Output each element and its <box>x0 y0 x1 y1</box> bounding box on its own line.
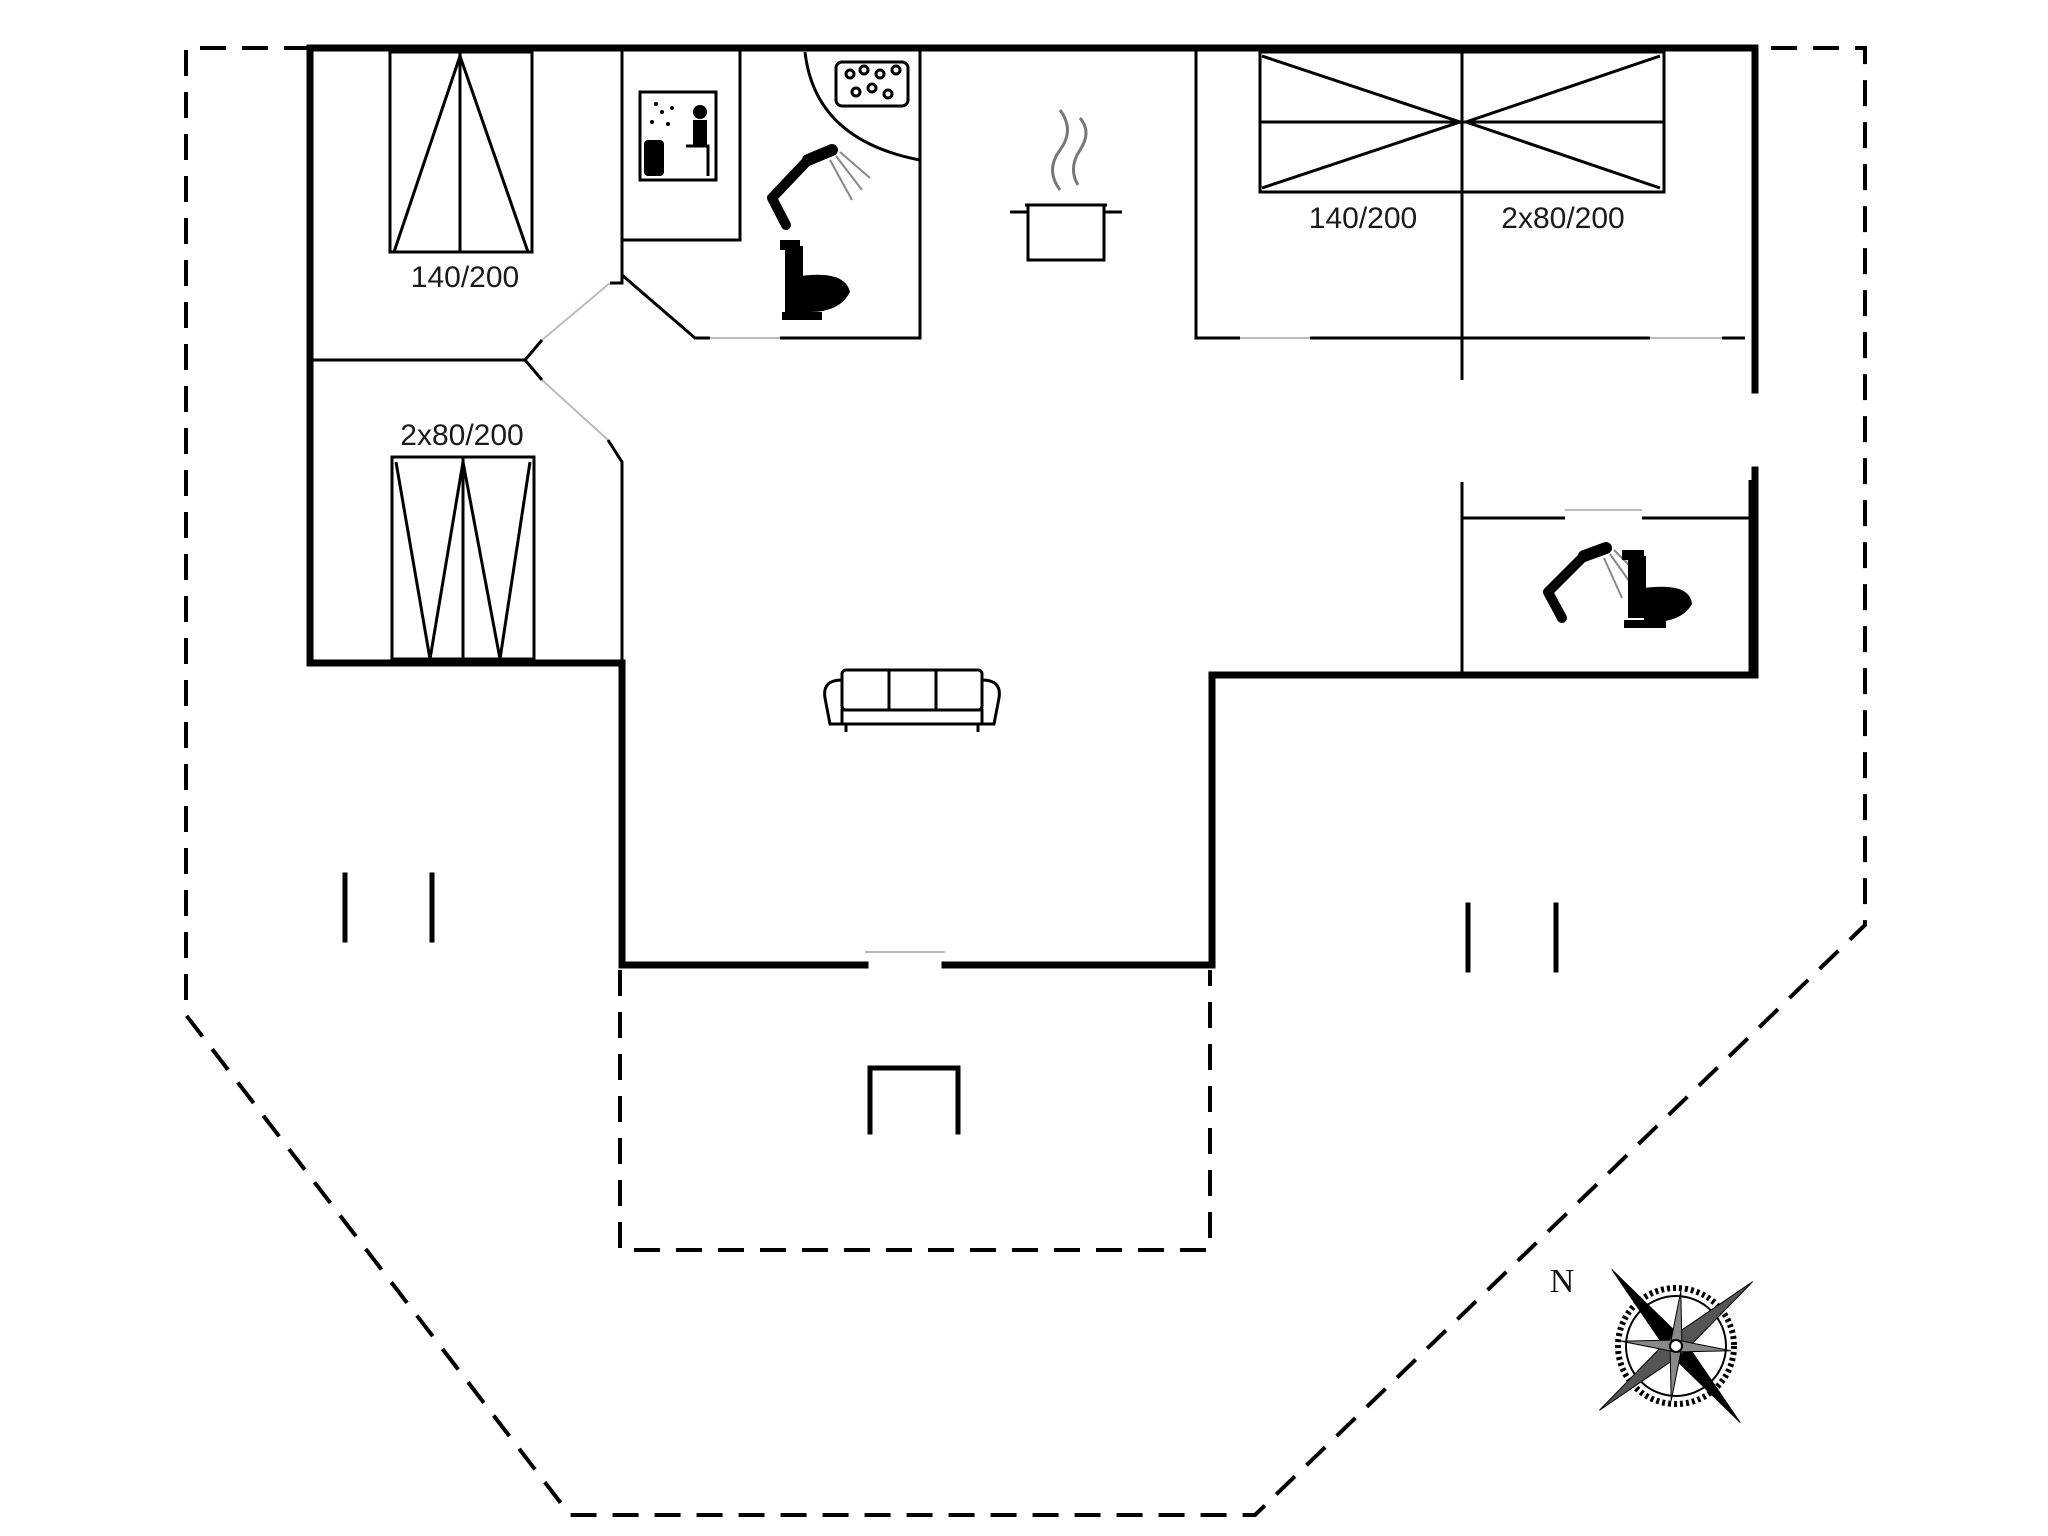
bed-size-label: 2x80/200 <box>400 419 523 452</box>
porch-table-marker <box>867 1065 961 1135</box>
bed-size-label: 140/200 <box>1309 202 1417 235</box>
interior-walls <box>310 48 1752 953</box>
shower-icon <box>1543 542 1641 623</box>
terrace-bench-marker <box>1465 902 1559 973</box>
exterior-walls <box>306 44 1759 969</box>
terrace-bench-marker <box>342 872 435 943</box>
north-label: N <box>1550 1263 1575 1300</box>
toilet-icon <box>780 240 850 320</box>
sofa-icon <box>823 668 1001 732</box>
cooking-pot-icon <box>1010 109 1122 262</box>
sauna-icon <box>638 90 718 182</box>
bed-icon <box>390 455 536 661</box>
shower-icon <box>767 144 871 230</box>
bed-icon <box>388 50 534 254</box>
terrace-outline <box>184 46 1867 1517</box>
toilet-icon <box>1622 550 1692 628</box>
compass-rose-icon <box>1599 1269 1753 1423</box>
bed-size-label: 140/200 <box>411 261 519 294</box>
bed-icon <box>1258 50 1465 194</box>
bed-icon <box>1460 50 1666 194</box>
whirlpool-icon <box>803 51 921 162</box>
bed-size-label: 2x80/200 <box>1501 202 1624 235</box>
